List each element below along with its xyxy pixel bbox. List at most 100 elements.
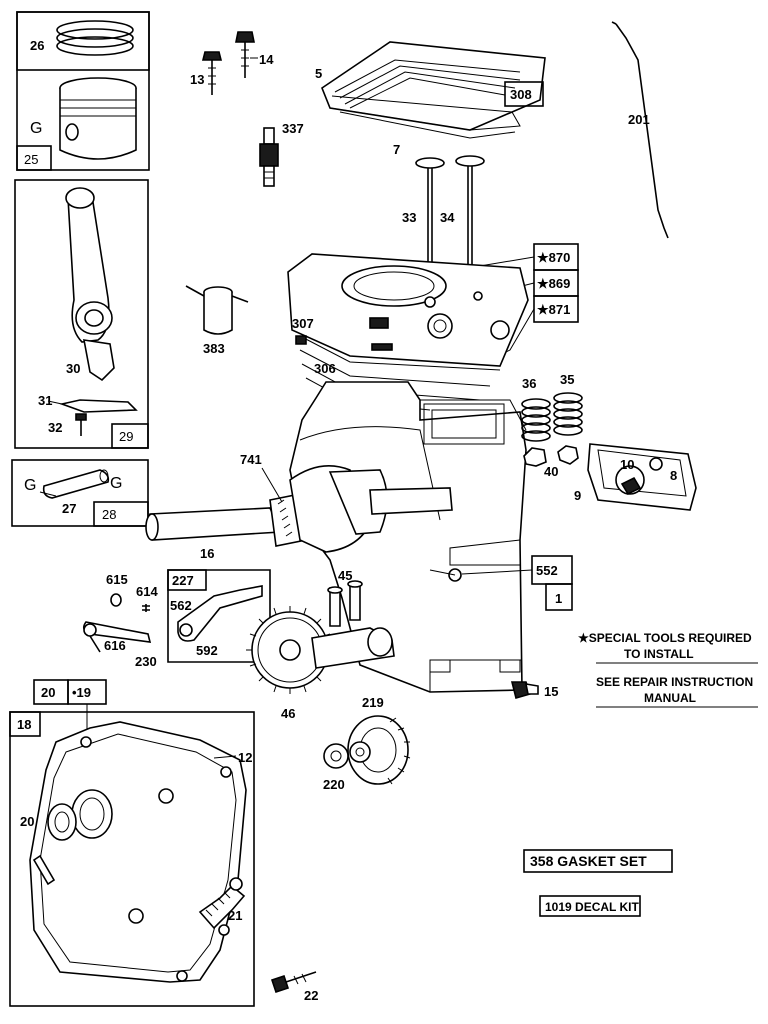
valve-33: 33	[402, 157, 445, 268]
label-27: 27	[62, 501, 76, 516]
valve-springs: 36 35 40	[521, 372, 583, 479]
label-21: 21	[228, 908, 242, 923]
piston-pin-group: G G 27 28	[11, 459, 149, 527]
label-22: 22	[304, 988, 318, 1003]
piston-kit-group: 26 G 25	[16, 11, 150, 171]
crankcase-cover-frame	[9, 711, 255, 1007]
label-7: 7	[393, 142, 400, 157]
valve-lifters: 45	[327, 568, 363, 627]
spring-36	[521, 398, 551, 442]
note-special-tools-1: ★SPECIAL TOOLS REQUIRED	[578, 631, 752, 645]
label-14: 14	[259, 52, 274, 67]
breather-assembly: 10 8 9	[574, 443, 697, 511]
engine-block: 307 306	[287, 253, 529, 693]
label-31: 31	[38, 393, 52, 408]
piston-pin-frame	[11, 459, 149, 527]
label-g-pin-left: G	[24, 477, 36, 494]
label-20-box: 20	[41, 685, 55, 700]
label-32: 32	[48, 420, 62, 435]
spring-35	[553, 392, 583, 436]
box-18	[9, 711, 41, 737]
label-29: 29	[119, 429, 133, 444]
label-36: 36	[522, 376, 536, 391]
label-16: 16	[200, 546, 214, 561]
label-34: 34	[440, 210, 455, 225]
connecting-rod-group: 30 31 32 29	[14, 179, 149, 449]
label-308: 308	[510, 87, 532, 102]
label-230: 230	[135, 654, 157, 669]
note-special-tools-2: TO INSTALL	[624, 647, 694, 661]
label-28: 28	[102, 507, 116, 522]
label-201: 201	[628, 112, 650, 127]
label-5: 5	[315, 66, 322, 81]
label-1: 1	[555, 591, 562, 606]
cylinder-head: 308 5 7	[315, 41, 546, 157]
label-12: 12	[238, 750, 252, 765]
label-383: 383	[203, 341, 225, 356]
label-40: 40	[544, 464, 558, 479]
spark-plug: 337	[259, 121, 304, 187]
label-219: 219	[362, 695, 384, 710]
label-592: 592	[196, 643, 218, 658]
piston-ring-set-frame	[16, 11, 150, 71]
valve-34: 34	[440, 155, 485, 274]
label-26: 26	[30, 38, 44, 53]
special-tool-boxes: ★870 ★869 ★871	[479, 243, 579, 361]
crankcase-cover-group: 20 •19 18 20 21 12 22	[9, 679, 318, 1007]
bushing-tool-383: 383	[185, 285, 249, 356]
label-19: •19	[72, 685, 91, 700]
notes-block: ★SPECIAL TOOLS REQUIRED TO INSTALL SEE R…	[578, 631, 758, 708]
piston	[59, 77, 137, 160]
label-741: 741	[240, 452, 262, 467]
bolt-13: 13	[190, 51, 223, 95]
note-repair-1: SEE REPAIR INSTRUCTION	[596, 675, 753, 689]
kits: 358 GASKET SET 1019 DECAL KIT	[523, 849, 673, 917]
label-15: 15	[544, 684, 558, 699]
gasket-set-box	[523, 849, 673, 873]
label-25: 25	[24, 152, 38, 167]
label-8: 8	[670, 468, 677, 483]
label-307: 307	[292, 316, 314, 331]
label-g-piston: G	[30, 120, 42, 137]
connecting-rod-frame	[14, 179, 149, 449]
label-616: 616	[104, 638, 126, 653]
label-18: 18	[17, 717, 31, 732]
label-552: 552	[536, 563, 558, 578]
label-10: 10	[620, 457, 634, 472]
label-869: ★869	[537, 276, 570, 291]
label-46: 46	[281, 706, 295, 721]
camshaft-gear: 46	[246, 606, 395, 721]
label-871: ★871	[537, 302, 570, 317]
box-308	[504, 81, 544, 107]
label-35: 35	[560, 372, 574, 387]
label-306: 306	[314, 361, 336, 376]
label-227: 227	[172, 573, 194, 588]
label-870: ★870	[537, 250, 570, 265]
governor-linkage: 227 562 592 615 614 616 230	[82, 569, 271, 669]
box-29	[111, 423, 149, 449]
box-28	[93, 501, 149, 527]
label-337: 337	[282, 121, 304, 136]
governor-link-201: 201	[611, 21, 669, 239]
box-1	[545, 583, 573, 611]
label-33: 33	[402, 210, 416, 225]
label-9: 9	[574, 488, 581, 503]
decal-kit-label: 1019 DECAL KIT	[545, 900, 639, 914]
label-45: 45	[338, 568, 352, 583]
label-562: 562	[170, 598, 192, 613]
label-30: 30	[66, 361, 80, 376]
oil-slinger: 220 219	[323, 695, 411, 792]
label-220: 220	[323, 777, 345, 792]
bolt-14: 14	[235, 31, 274, 78]
piston-rings	[56, 20, 134, 56]
drain-plug-15: 15	[510, 681, 558, 699]
label-13: 13	[190, 72, 204, 87]
label-g-pin-right: G	[110, 475, 122, 492]
label-614: 614	[136, 584, 158, 599]
box-227	[167, 569, 207, 591]
label-615: 615	[106, 572, 128, 587]
gasket-set-label: 358 GASKET SET	[530, 853, 647, 869]
box-25	[16, 145, 52, 171]
crankshaft: 741 16	[145, 452, 453, 561]
